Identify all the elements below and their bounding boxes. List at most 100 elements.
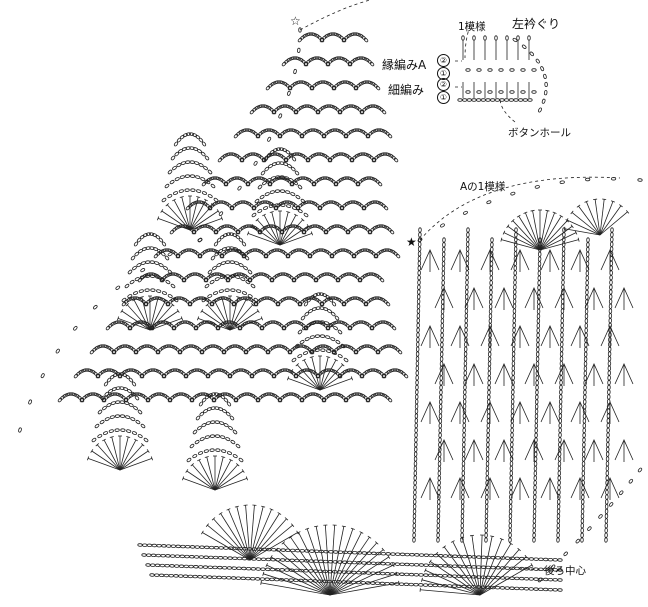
double-crochet: [249, 505, 255, 561]
chain-stitch: [213, 555, 219, 560]
chain-stitch: [259, 577, 265, 581]
chain-stitch: [371, 551, 377, 556]
chain-stitch: [181, 320, 187, 324]
chain-stitch: [378, 347, 383, 352]
chain-stitch: [185, 545, 191, 549]
chain-stitch: [372, 177, 378, 182]
chain-stitch: [146, 553, 152, 557]
double-crochet: [214, 470, 244, 491]
double-crochet: [507, 225, 541, 251]
chain-stitch: [382, 393, 388, 398]
chain-stitch: [297, 184, 303, 190]
chain-stitch: [509, 489, 513, 495]
chain-stitch: [194, 545, 200, 549]
double-crochet: [279, 219, 304, 246]
chain-stitch: [357, 224, 363, 228]
chain-stitch: [512, 303, 517, 309]
double-crochet: [201, 310, 231, 331]
chain-stitch: [461, 451, 466, 457]
chain-stitch: [290, 166, 296, 172]
chain-stitch: [391, 155, 396, 160]
chain-stitch: [418, 227, 422, 233]
chain-stitch: [378, 152, 384, 157]
stitch-top: [530, 563, 534, 567]
chain-stitch: [213, 272, 219, 276]
double-crochet: [479, 536, 493, 596]
chain-stitch: [289, 128, 295, 132]
chain-stitch: [529, 51, 534, 57]
chain-stitch: [486, 413, 491, 419]
chain-stitch: [462, 422, 466, 429]
chain-stitch: [552, 578, 558, 582]
chain-stitch: [148, 232, 155, 236]
chain-stitch: [76, 371, 81, 376]
chain-stitch: [605, 475, 609, 481]
chain-stitch: [150, 296, 156, 301]
chain-stitch: [519, 576, 525, 581]
chain-stitch: [101, 397, 107, 403]
chain-stitch: [535, 375, 539, 381]
chain-stitch: [404, 562, 410, 567]
chain-stitch: [543, 90, 548, 96]
stitch-top: [260, 580, 262, 585]
chain-stitch: [383, 299, 388, 304]
stitch-top: [205, 523, 209, 528]
chain-stitch: [342, 57, 348, 62]
chain-stitch: [213, 197, 219, 203]
chain-stitch: [383, 205, 389, 211]
chain-stitch: [319, 248, 325, 252]
chain-stitch: [332, 369, 338, 374]
stitch-top: [255, 218, 260, 222]
chain-stitch: [381, 320, 387, 324]
chain-stitch: [223, 397, 229, 403]
chain-stitch: [126, 429, 132, 433]
chain-stitch: [103, 381, 109, 387]
chain-stitch: [246, 566, 252, 571]
chain-stitch: [302, 344, 308, 349]
chain-stitch: [272, 275, 277, 280]
chain-stitch: [302, 80, 308, 85]
stitch-top: [421, 577, 423, 582]
chain-stitch: [207, 269, 213, 275]
chain-stitch: [637, 467, 643, 473]
chain-stitch: [238, 227, 243, 232]
chain-stitch: [182, 345, 188, 350]
chain-stitch: [360, 393, 366, 398]
chain-stitch: [177, 296, 183, 300]
chain-stitch: [287, 164, 292, 169]
chain-stitch: [314, 348, 320, 352]
chain-stitch: [439, 399, 443, 405]
chain-stitch: [262, 392, 268, 397]
chain-stitch: [293, 152, 299, 156]
chain-stitch: [366, 299, 371, 304]
chain-stitch: [161, 373, 167, 379]
chain-stitch: [283, 578, 289, 582]
double-crochet: [263, 573, 331, 596]
pattern-repeat-label: 1模様: [458, 21, 486, 33]
chain-stitch: [437, 563, 444, 568]
chain-stitch: [395, 253, 401, 259]
chain-stitch: [365, 581, 371, 585]
chain-stitch: [509, 480, 513, 486]
chain-stitch: [334, 315, 340, 321]
chain-stitch: [217, 368, 223, 372]
chain-stitch: [604, 523, 608, 529]
chain-stitch: [509, 68, 515, 72]
chain-stitch: [559, 360, 564, 367]
chain-stitch: [173, 574, 179, 578]
chain-stitch: [270, 248, 276, 253]
chain-stitch: [201, 423, 207, 428]
stitch-top: [156, 216, 160, 221]
chain-stitch: [170, 344, 176, 349]
chain-stitch: [342, 550, 348, 555]
chain-stitch: [244, 369, 250, 374]
chain-stitch: [464, 313, 469, 319]
chain-stitch: [466, 232, 470, 238]
chain-stitch: [210, 255, 216, 261]
chain-stitch: [210, 392, 217, 396]
chain-stitch: [299, 549, 305, 553]
chain-stitch: [298, 105, 304, 110]
chain-stitch: [85, 368, 91, 372]
chain-stitch: [537, 577, 543, 583]
chain-stitch: [301, 176, 307, 180]
